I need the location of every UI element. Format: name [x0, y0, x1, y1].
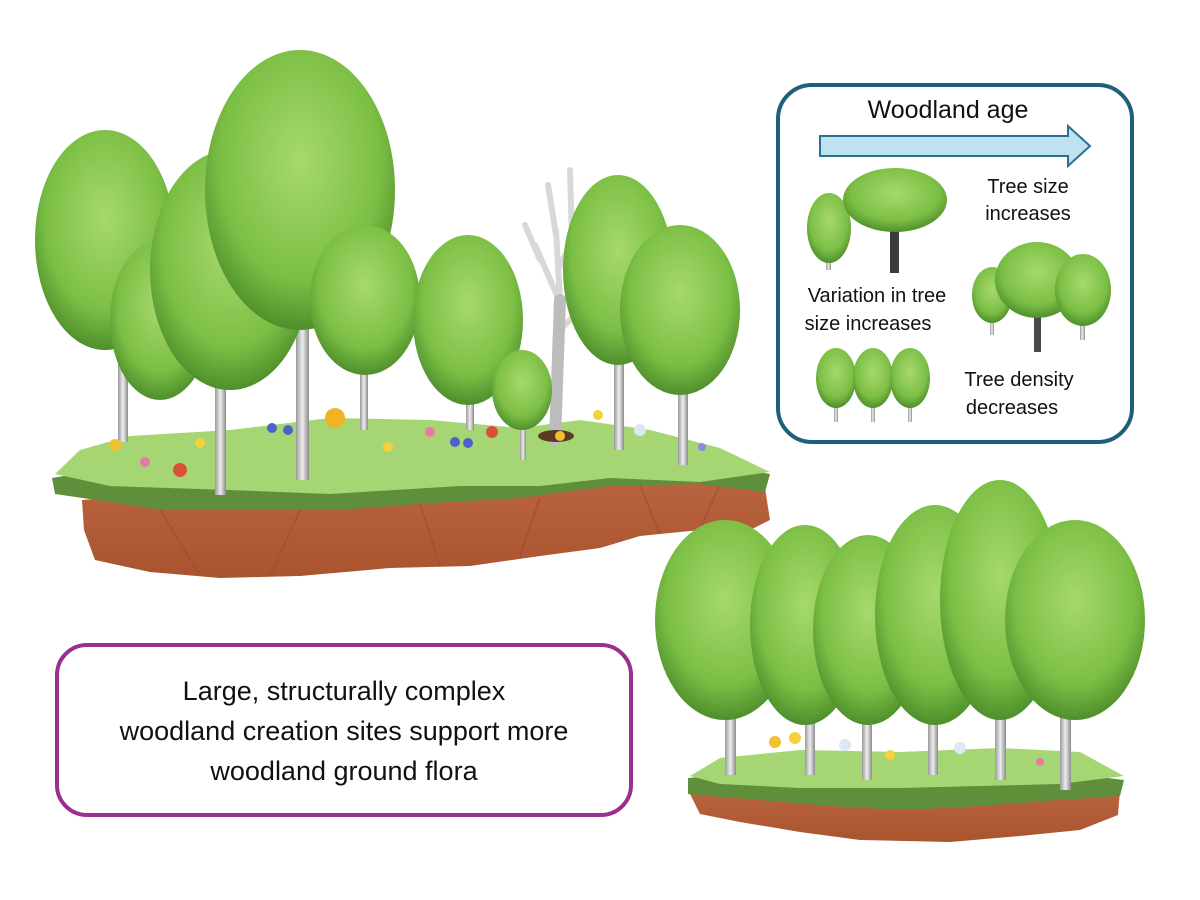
- small-island-grass: [690, 748, 1124, 788]
- large-woodland-island: [52, 418, 770, 578]
- small-island-trees: [655, 480, 1145, 790]
- density-label-2: decreases: [966, 397, 1058, 419]
- tree-density-icon: [816, 348, 930, 422]
- message-line-3: woodland ground flora: [209, 756, 478, 786]
- tree-variation-icon: [972, 242, 1111, 352]
- woodland-age-legend: Woodland age Tree size increases Variati…: [776, 83, 1134, 444]
- message-line-1: Large, structurally complex: [183, 676, 506, 706]
- large-island-soil-facets: [159, 483, 721, 577]
- message-border: [55, 643, 633, 817]
- small-woodland-island: [688, 748, 1124, 842]
- tree-size-icon: [807, 168, 947, 273]
- large-island-flowers: [109, 408, 706, 477]
- woodland-age-arrow: [819, 123, 1092, 169]
- dead-tree: [522, 167, 593, 446]
- variation-label-1: Variation in tree: [808, 285, 947, 307]
- tree-size-label-1: Tree size: [987, 176, 1069, 198]
- large-island-grass: [55, 418, 770, 494]
- large-island-trees: [35, 50, 740, 495]
- tree-size-label-2: increases: [985, 203, 1071, 225]
- large-island-soil: [82, 480, 770, 578]
- small-island-flowers: [769, 732, 1044, 766]
- legend-title: Woodland age: [868, 96, 1029, 124]
- variation-label-2: size increases: [805, 313, 932, 335]
- density-label-1: Tree density: [964, 369, 1073, 391]
- message-line-2: woodland creation sites support more: [119, 716, 569, 746]
- key-message-box: Large, structurally complex woodland cre…: [55, 643, 633, 817]
